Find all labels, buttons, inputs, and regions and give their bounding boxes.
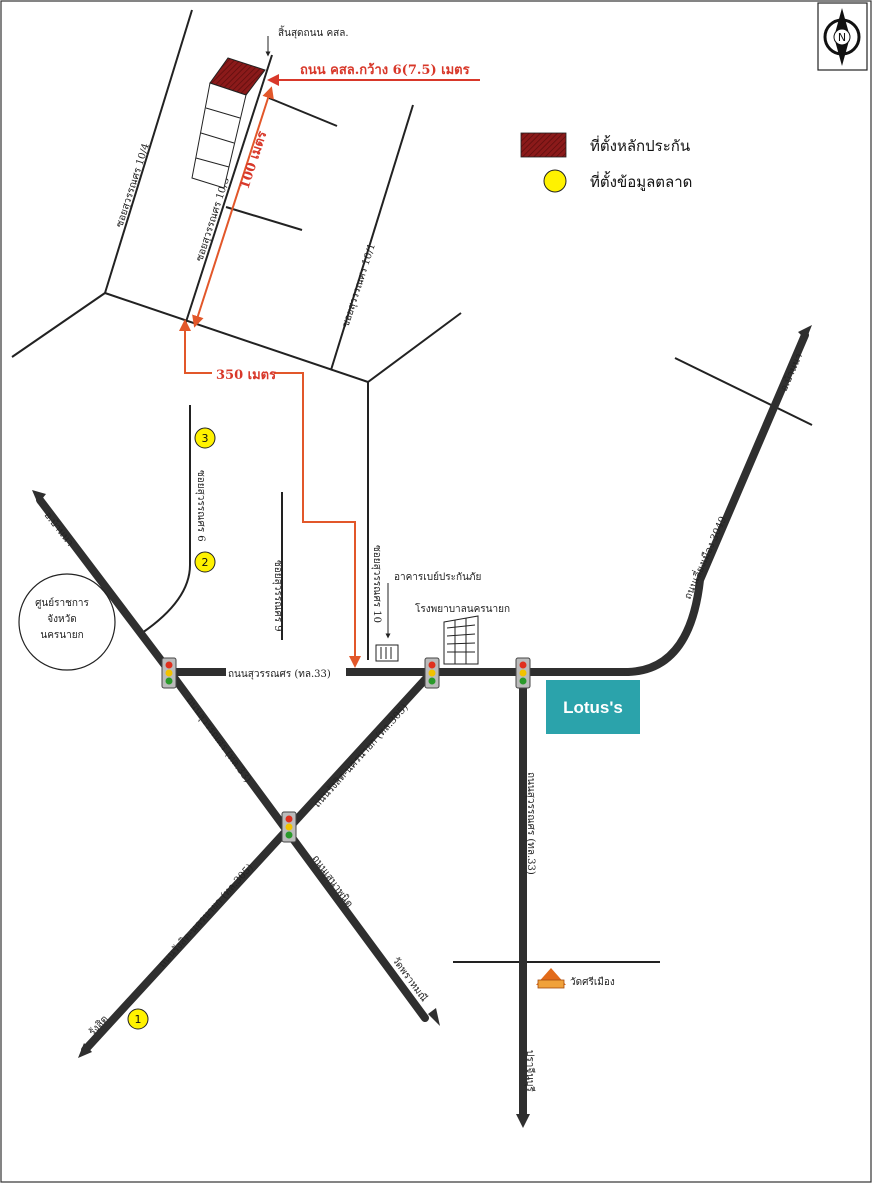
soi-10-1-label: ซอยสุวรรณศร 10/1	[340, 242, 378, 329]
insurance-building-label: อาคารเบย์ประกันภัย	[394, 571, 481, 583]
traffic-light-icon	[281, 811, 297, 843]
north-compass-icon: N	[817, 2, 868, 71]
hospital-label: โรงพยาบาลนครนายก	[415, 602, 510, 615]
arrow-to-ban-na-right	[798, 325, 812, 340]
soi-10-4-label: ซอยสุวรรณศร 10/4	[114, 142, 152, 229]
market-point-1: 1	[127, 1008, 149, 1030]
concrete-road-label: ถนน คสล.กว้าง 6(7.5) เมตร	[300, 62, 470, 78]
arrow-to-ban-na-left	[32, 490, 46, 504]
soi-10-3-label: ซอยสุวรรณศร 10/3	[194, 176, 232, 263]
legend: ที่ตั้งหลักประกัน ที่ตั้งข้อมูลตลาด	[520, 132, 692, 193]
main-highways	[36, 331, 809, 1122]
bypass-label: ถนนเลี่ยงเมือง 3049	[680, 514, 729, 601]
rangsit-upper-label: ถนนรังสิต-นครนายก (ทล.305)	[312, 702, 411, 810]
soi-9-label: ซอยสุวรรณศร 9	[272, 560, 283, 632]
government-center: ศูนย์ราชการ จังหวัด นครนายก	[18, 573, 116, 671]
traffic-light-icon	[515, 657, 531, 689]
gov-center-line-3: นครนายก	[40, 630, 83, 641]
to-ban-na-left-label: อ.บ้านนา	[42, 509, 76, 548]
compass-letter: N	[838, 31, 846, 44]
suwannasorn-diag-label: ถนนสุวรรณศร (ทล.33)	[184, 695, 253, 785]
lotus-store: Lotus's	[546, 680, 640, 734]
svg-text:3: 3	[202, 432, 209, 445]
svg-text:1: 1	[135, 1013, 142, 1026]
road-arrowheads	[32, 325, 812, 1128]
soi-6-label: ซอยสุวรรณศร 6	[195, 470, 206, 542]
traffic-light-icon	[424, 657, 440, 689]
to-prachin-label: ปราจีนบุรี	[524, 1050, 536, 1092]
distance-350-route	[179, 319, 361, 668]
soi-10-label: ซอยสุวรรณศร 10	[371, 545, 382, 623]
suwannasorn-south-label: ถนนสุวรรณศร (ทล.33)	[525, 772, 536, 875]
market-point-2: 2	[194, 551, 216, 573]
arrow-to-wat-phrahmani	[428, 1008, 440, 1026]
distance-350-label: 350 เมตร	[216, 368, 276, 383]
local-roads	[11, 9, 813, 963]
lotus-label: Lotus's	[563, 698, 623, 717]
rangsit-lower-label: ถนนรังสิต-นครนายก (ทล.305)	[157, 862, 256, 970]
gov-center-line-1: ศูนย์ราชการ	[35, 597, 89, 609]
market-point-3: 3	[194, 427, 216, 449]
insurance-building: อาคารเบย์ประกันภัย	[375, 571, 481, 662]
wat-sri-mueang-label: วัดศรีเมือง	[570, 976, 615, 988]
to-ban-na-right-label: อ.บ้านนา	[778, 351, 805, 393]
collateral-legend-swatch	[520, 132, 567, 158]
svg-text:2: 2	[202, 556, 209, 569]
arrow-to-prachin	[516, 1114, 530, 1128]
temple-icon	[536, 968, 566, 989]
lotus-logo	[546, 680, 640, 734]
hospital: โรงพยาบาลนครนายก	[415, 602, 510, 665]
distance-100-arrow	[192, 86, 274, 328]
gov-center-line-2: จังหวัด	[47, 614, 76, 625]
traffic-light-icon	[161, 657, 177, 689]
market-legend-swatch	[543, 169, 567, 193]
road-end-label: สิ้นสุดถนน คสล.	[278, 25, 349, 39]
arrow-to-rangsit	[78, 1043, 92, 1058]
market-legend-label: ที่ตั้งข้อมูลตลาด	[590, 171, 692, 191]
distance-100-label: 100 เมตร	[238, 129, 271, 191]
sena-phanit-label: ถนนเสนาพนิต	[310, 853, 355, 909]
suwannasorn-main-label: ถนนสุวรรณศร (ทล.33)	[228, 669, 331, 680]
collateral-legend-label: ที่ตั้งหลักประกัน	[590, 135, 690, 155]
